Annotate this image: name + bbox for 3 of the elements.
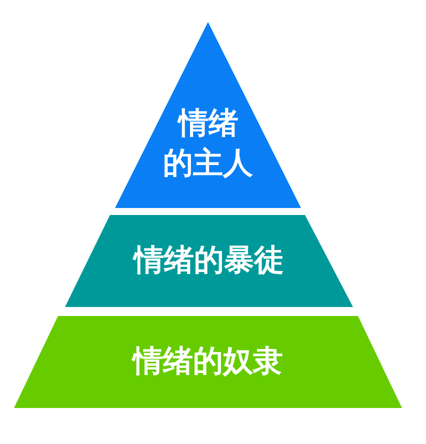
tier-label: 情绪的主人 xyxy=(163,105,253,183)
tier-label: 情绪的暴徒 xyxy=(132,242,285,280)
tier-label: 情绪的奴隶 xyxy=(130,343,284,381)
